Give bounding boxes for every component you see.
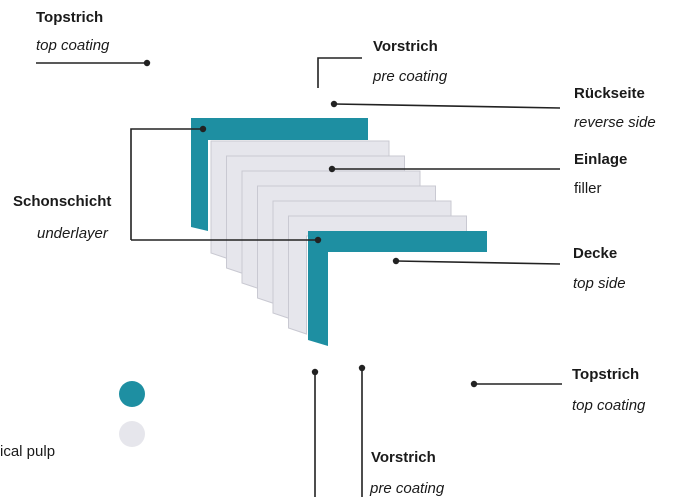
reverse-side-label: reverse side xyxy=(574,114,656,131)
vorstrich-top-label: Vorstrich xyxy=(373,38,438,55)
top-coating-top-label: top coating xyxy=(36,37,110,54)
pre-coating-top-label: pre coating xyxy=(373,68,448,85)
pre-coating-bottom-label: pre coating xyxy=(370,480,445,497)
einlage-label: Einlage xyxy=(574,151,628,168)
leader-dot xyxy=(311,368,319,376)
filler-layers xyxy=(210,140,467,335)
leader-dot xyxy=(330,100,338,108)
filler-layer xyxy=(288,215,467,335)
leader-line xyxy=(395,260,561,265)
leader-line xyxy=(333,103,561,109)
filler-label: filler xyxy=(574,180,602,197)
leader-dot xyxy=(199,125,207,133)
rueckseite-label: Rückseite xyxy=(574,85,645,102)
schonschicht-label: Schonschicht xyxy=(13,193,112,210)
decke-label: Decke xyxy=(573,245,618,262)
leader-dot xyxy=(358,364,366,372)
topstrich-bottom-label: Topstrich xyxy=(572,366,640,383)
leader-dots xyxy=(143,59,478,388)
leader-line xyxy=(130,128,203,240)
leader-dot xyxy=(392,257,400,265)
legend-teal-dot xyxy=(119,381,145,407)
top-side-label: top side xyxy=(573,275,626,292)
leader-dot xyxy=(470,380,478,388)
leader-line xyxy=(317,57,362,88)
leader-dot xyxy=(314,236,322,244)
reverse-side-layer xyxy=(191,118,368,231)
legend-pulp-label: ical pulp xyxy=(0,443,56,460)
legend-grey-dot xyxy=(119,421,145,447)
topstrich-top-label: Topstrich xyxy=(36,9,104,26)
top-coating-bottom-label: top coating xyxy=(572,397,646,414)
top-side-layer xyxy=(308,231,487,346)
leader-lines xyxy=(36,57,562,497)
underlayer-label: underlayer xyxy=(37,225,108,242)
leader-dot xyxy=(328,165,336,173)
vorstrich-bottom-label: Vorstrich xyxy=(371,449,436,466)
leader-dot xyxy=(143,59,151,67)
